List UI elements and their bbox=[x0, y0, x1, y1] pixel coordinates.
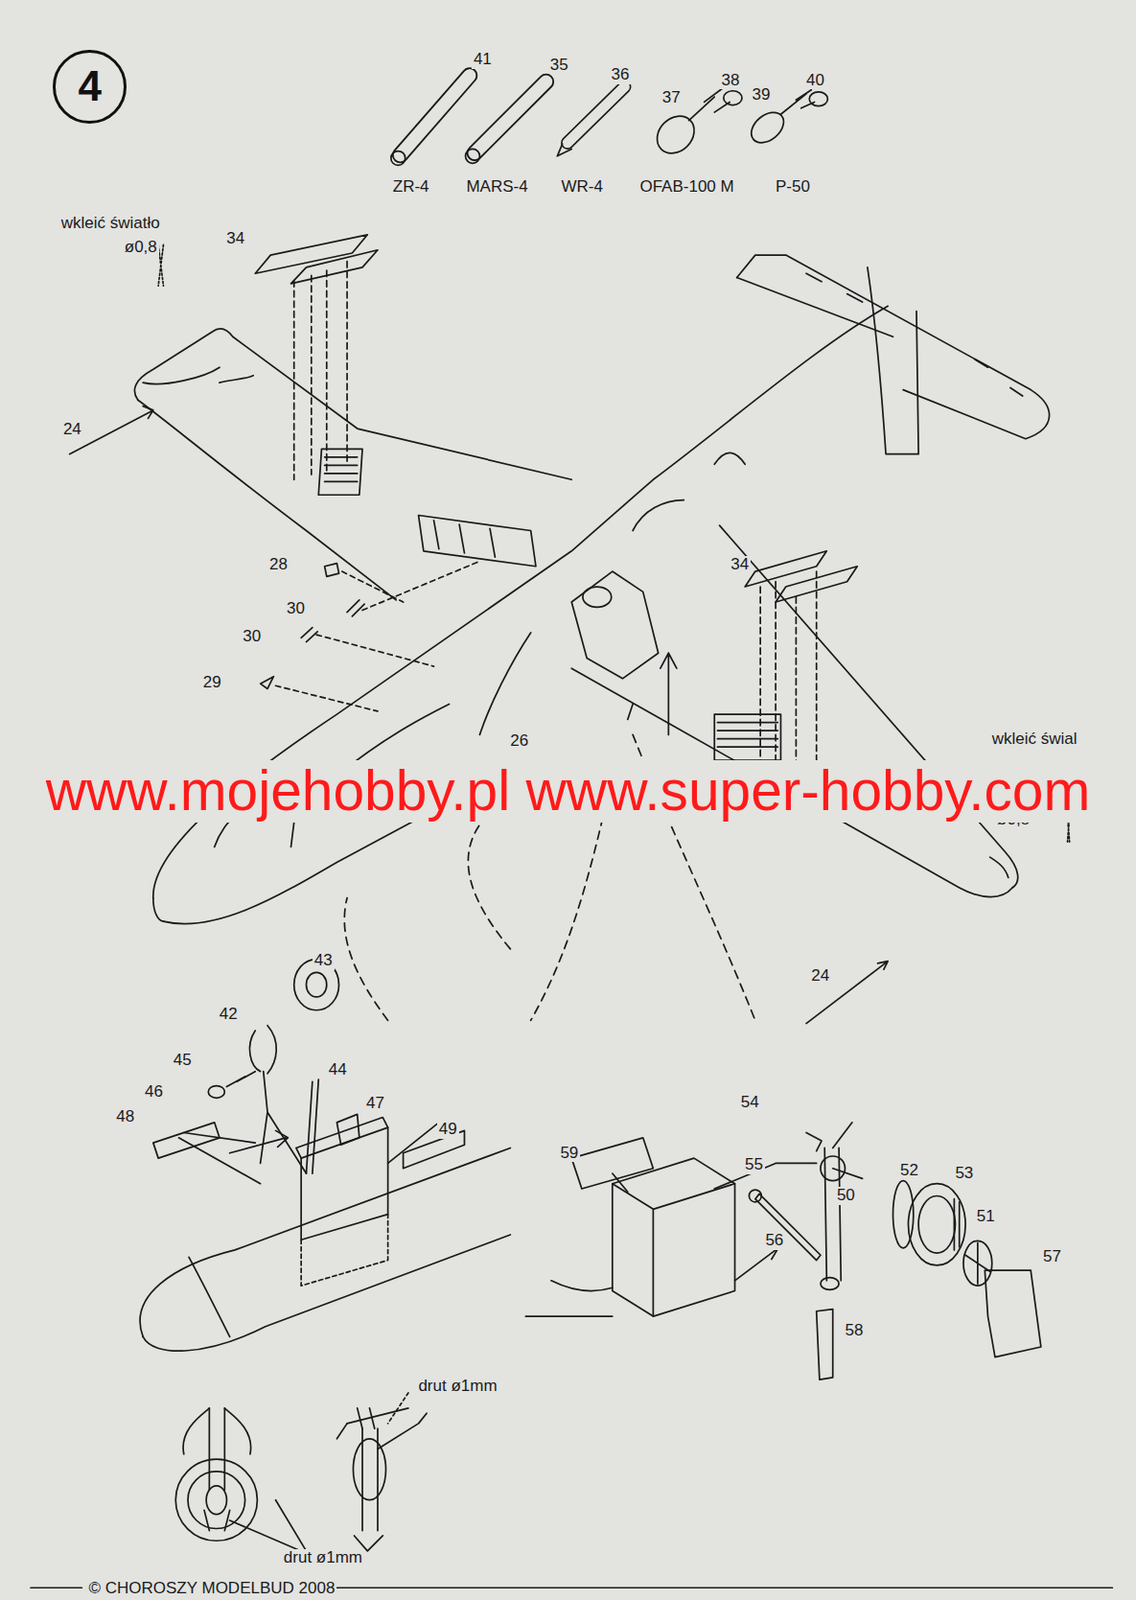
step-number: 4 bbox=[77, 62, 101, 111]
callout-number: 34 bbox=[728, 556, 751, 575]
callout-number: 54 bbox=[739, 1093, 762, 1113]
callout-number: 38 bbox=[719, 71, 742, 91]
callout-number: 49 bbox=[437, 1120, 460, 1139]
callout-number: 47 bbox=[364, 1094, 387, 1113]
callout-number: 53 bbox=[952, 1164, 975, 1183]
callout-number: 51 bbox=[974, 1207, 997, 1227]
watermark: www.mojehobby.pl www.super-hobby.com bbox=[46, 760, 1091, 823]
part-label: wkleić światło bbox=[59, 214, 163, 233]
callout-number: 55 bbox=[742, 1156, 766, 1175]
part-label: © CHOROSZY MODELBUD 2008 bbox=[86, 1579, 337, 1599]
part-label: wkleić świal bbox=[990, 730, 1080, 749]
callout-number: 37 bbox=[660, 89, 683, 108]
callout-number: 56 bbox=[763, 1231, 786, 1251]
callout-number: 45 bbox=[171, 1051, 194, 1070]
step-circle: 4 bbox=[52, 49, 127, 124]
callout-number: 28 bbox=[267, 556, 290, 575]
part-label: P-50 bbox=[773, 178, 812, 197]
callout-number: 26 bbox=[508, 732, 531, 751]
callout-number: 57 bbox=[1041, 1248, 1064, 1267]
part-label: ø0,8 bbox=[122, 238, 160, 257]
callout-number: 48 bbox=[114, 1108, 137, 1127]
part-label: drut ø1mm bbox=[281, 1549, 365, 1568]
callout-number: 34 bbox=[224, 230, 247, 249]
callout-number: 41 bbox=[471, 50, 494, 70]
callout-number: 50 bbox=[834, 1186, 858, 1206]
part-label: drut ø1mm bbox=[416, 1377, 499, 1396]
callout-number: 44 bbox=[326, 1061, 349, 1080]
callout-number: 42 bbox=[217, 1005, 240, 1024]
callout-number: 24 bbox=[61, 420, 84, 440]
callout-number: 30 bbox=[240, 627, 263, 647]
callout-number: 59 bbox=[557, 1144, 580, 1163]
callout-number: 30 bbox=[284, 600, 307, 619]
callout-number: 58 bbox=[842, 1321, 865, 1341]
part-label: MARS-4 bbox=[463, 178, 530, 197]
part-label: OFAB-100 M bbox=[637, 178, 736, 197]
callout-number: 46 bbox=[142, 1083, 165, 1102]
part-label: WR-4 bbox=[558, 178, 604, 197]
callout-number: 36 bbox=[609, 66, 632, 85]
callout-number: 24 bbox=[809, 967, 832, 986]
part-label: ZR-4 bbox=[391, 178, 432, 197]
callout-number: 40 bbox=[804, 71, 827, 91]
callout-number: 43 bbox=[312, 951, 335, 971]
callout-number: 39 bbox=[750, 86, 773, 105]
callout-number: 35 bbox=[548, 56, 571, 75]
callout-number: 29 bbox=[201, 673, 224, 693]
callout-number: 52 bbox=[898, 1161, 921, 1181]
